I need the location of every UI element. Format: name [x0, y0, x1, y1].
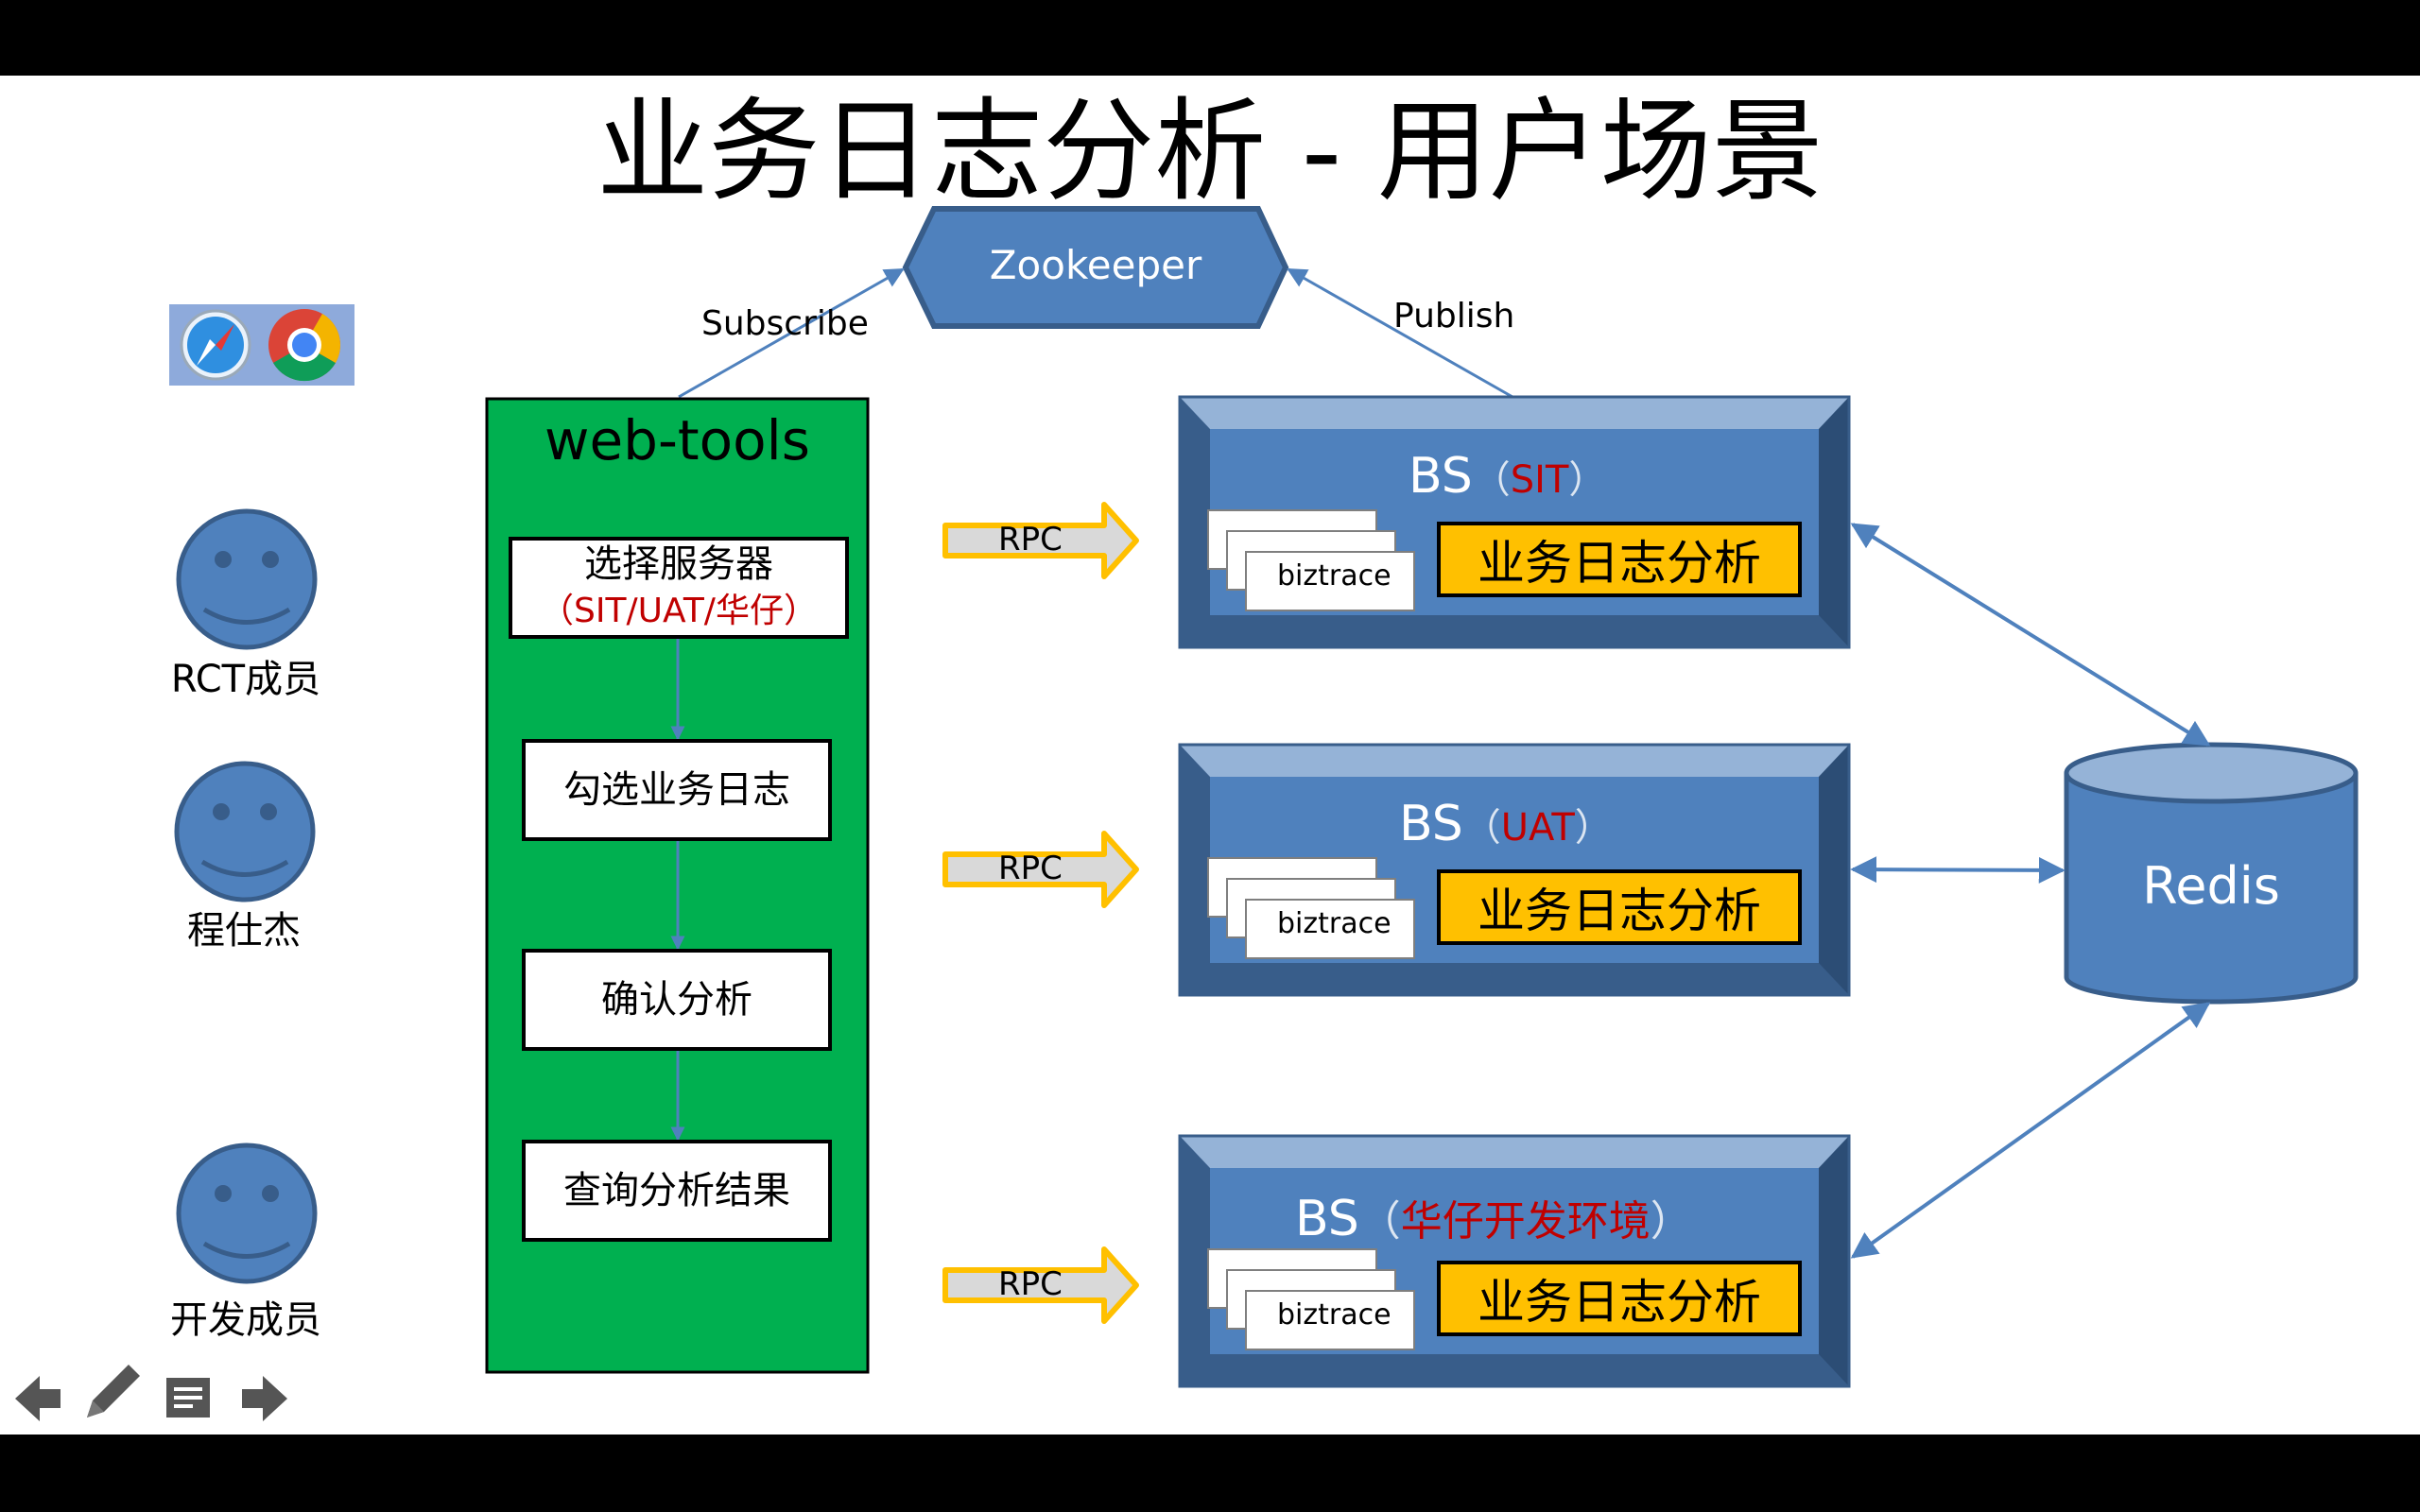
webtools-title: web-tools: [544, 408, 810, 472]
server-title-sit: BS（SIT）: [1409, 448, 1606, 505]
redis-node: [2064, 742, 2359, 1005]
redis-label: Redis: [2142, 856, 2280, 916]
rpc-label-dev: RPC: [998, 1265, 1063, 1303]
publish-edge: [1287, 267, 1513, 399]
step-select-server-close: ）: [783, 592, 818, 630]
arrow-right-icon: [242, 1376, 287, 1421]
user-label-rct: RCT成员: [170, 658, 321, 701]
redis-edge-sit: [1850, 523, 2211, 747]
server-close-dev: ）: [1650, 1197, 1692, 1246]
chrome-icon: [268, 309, 341, 382]
analysis-module-dev: 业务日志分析: [1437, 1261, 1802, 1336]
server-prefix-sit: BS: [1409, 448, 1473, 505]
arrow-left-icon: [15, 1376, 60, 1421]
doc-stack-sit: [1207, 509, 1415, 611]
user-smiley-rct: [176, 508, 318, 650]
server-env-dev: 华仔开发环境: [1400, 1197, 1651, 1246]
notes-icon: [166, 1378, 210, 1418]
biztrace-label-uat: biztrace: [1277, 907, 1392, 940]
user-smiley-dev: [176, 1143, 318, 1284]
user-smiley-cheng: [174, 761, 316, 902]
server-prefix-uat: BS: [1399, 796, 1463, 852]
step-confirm-analysis[interactable]: 确认分析: [522, 949, 832, 1051]
step-select-server-open: （: [540, 592, 575, 630]
step-query-results[interactable]: 查询分析结果: [522, 1140, 832, 1242]
page-title: 业务日志分析 - 用户场景: [596, 86, 1824, 216]
analysis-module-sit: 业务日志分析: [1437, 522, 1802, 597]
step-select-server-line1: 选择服务器: [584, 542, 773, 586]
safari-icon: [180, 309, 251, 381]
biztrace-label-dev: biztrace: [1277, 1298, 1392, 1332]
analysis-module-uat: 业务日志分析: [1437, 869, 1802, 945]
rpc-label-sit: RPC: [998, 521, 1063, 558]
server-prefix-dev: BS: [1295, 1191, 1359, 1247]
rpc-arrow-dev: [942, 1246, 1139, 1324]
server-title-dev: BS（华仔开发环境）: [1295, 1187, 1692, 1247]
doc-stack-dev: [1207, 1248, 1415, 1350]
pencil-icon: [87, 1365, 140, 1418]
rpc-arrow-sit: [942, 502, 1139, 579]
server-title-uat: BS（UAT）: [1399, 796, 1613, 852]
user-label-dev: 开发成员: [170, 1298, 321, 1342]
biztrace-label-sit: biztrace: [1277, 559, 1392, 593]
server-open-uat: （: [1462, 806, 1501, 850]
subscribe-edge: [678, 267, 905, 399]
server-env-uat: UAT: [1500, 806, 1575, 850]
server-open-sit: （: [1472, 458, 1511, 502]
zookeeper-label: Zookeeper: [989, 242, 1202, 288]
rpc-arrow-uat: [942, 831, 1139, 908]
server-open-dev: （: [1358, 1197, 1401, 1246]
step-check-logs[interactable]: 勾选业务日志: [522, 739, 832, 841]
server-close-uat: ）: [1574, 806, 1613, 850]
server-env-sit: SIT: [1510, 458, 1569, 502]
step-select-server-hz: 华仔: [715, 592, 784, 630]
server-close-sit: ）: [1568, 458, 1607, 502]
redis-edge-uat: [1850, 856, 2066, 884]
user-label-cheng: 程仕杰: [187, 909, 301, 953]
step-select-server[interactable]: 选择服务器 （SIT/UAT/华仔）: [509, 537, 849, 639]
subscribe-label: Subscribe: [701, 304, 869, 343]
zookeeper-node: [902, 206, 1289, 329]
rpc-label-uat: RPC: [998, 850, 1063, 887]
doc-stack-uat: [1207, 857, 1415, 959]
step-select-server-envs: SIT/UAT/: [574, 592, 716, 630]
step-select-server-line2: （SIT/UAT/华仔）: [540, 588, 818, 635]
redis-edge-dev: [1850, 1002, 2211, 1259]
publish-label: Publish: [1393, 297, 1515, 335]
